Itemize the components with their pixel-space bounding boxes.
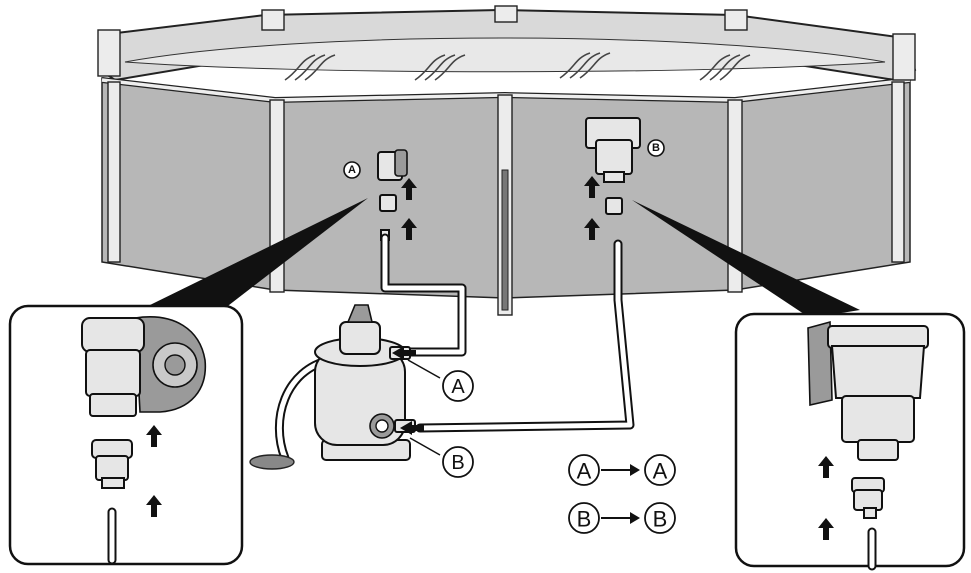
pump-label-b: B	[409, 437, 474, 478]
pool-post	[891, 81, 905, 263]
pool-wall-right	[734, 77, 911, 291]
legend-b: B B	[568, 502, 676, 534]
svg-text:A: A	[653, 459, 668, 484]
arrow-right-icon	[630, 464, 640, 476]
arrow-up-icon	[146, 495, 162, 517]
arrow-left-icon	[400, 421, 424, 435]
pool-water-surface	[124, 37, 886, 73]
svg-text:A: A	[577, 459, 592, 484]
filter-pump	[314, 304, 416, 461]
wall-fitting-b	[585, 117, 641, 215]
svg-text:B: B	[577, 507, 592, 532]
wall-label-b: B	[647, 139, 665, 157]
wall-assembly-arrows	[401, 176, 600, 240]
legend-a: A A	[568, 454, 676, 486]
pool-post	[107, 81, 121, 263]
arrow-up-icon	[584, 218, 600, 240]
callout-wedge-right	[632, 200, 860, 318]
svg-text:A: A	[348, 164, 356, 176]
arrow-up-icon	[146, 425, 162, 447]
arrow-right-icon	[630, 512, 640, 524]
svg-text:B: B	[451, 452, 464, 474]
arrow-up-icon	[401, 178, 417, 200]
arrow-up-icon	[818, 518, 834, 540]
detail-inset-right	[734, 312, 966, 571]
pump-label-a: A	[407, 359, 474, 402]
water-ripples	[284, 52, 751, 81]
arrow-left-icon	[392, 346, 416, 360]
pool-post	[727, 99, 743, 293]
hose-b	[415, 239, 635, 433]
detail-inset-left	[8, 304, 244, 566]
callout-wedge-left	[150, 198, 368, 312]
arrow-up-icon	[818, 456, 834, 478]
arrow-up-icon	[401, 218, 417, 240]
svg-text:B: B	[652, 142, 660, 154]
wall-label-a: A	[343, 161, 361, 179]
arrow-up-icon	[584, 176, 600, 198]
pool	[97, 5, 917, 316]
svg-text:B: B	[653, 507, 668, 532]
svg-text:A: A	[451, 376, 465, 398]
hose-a	[380, 233, 467, 357]
